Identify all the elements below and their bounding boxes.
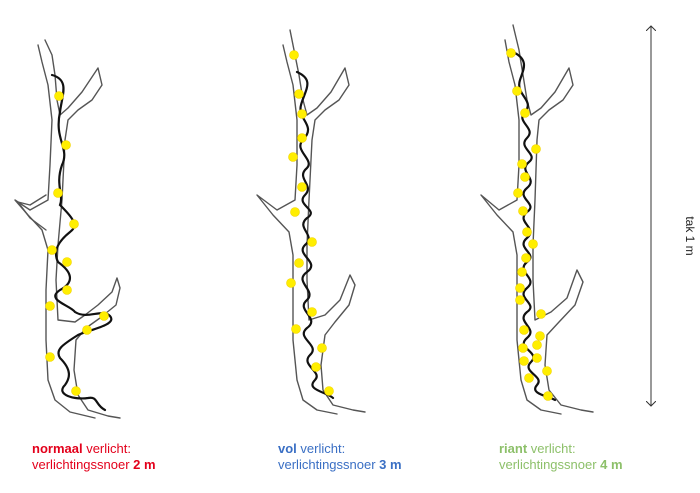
light-bulb (506, 48, 516, 58)
caption-line-1: vol verlicht: (278, 441, 402, 457)
light-bulb (47, 245, 57, 255)
caption-keyword: normaal (32, 441, 83, 456)
light-bulb (519, 356, 529, 366)
light-bulb (297, 109, 307, 119)
light-bulb (532, 353, 542, 363)
light-bulb (520, 108, 530, 118)
bulbs-riant (506, 48, 553, 401)
light-bulb (69, 219, 79, 229)
light-bulb (307, 307, 317, 317)
light-bulb (532, 340, 542, 350)
branch-inner-edge (480, 39, 562, 415)
light-bulb (61, 140, 71, 150)
caption-length: 2 m (133, 457, 156, 472)
branch-outline (289, 29, 366, 413)
bulbs-vol (286, 50, 334, 396)
branch-inner-edge (14, 44, 96, 419)
branch-normaal (14, 39, 121, 419)
light-bulb (512, 86, 522, 96)
light-bulb (294, 89, 304, 99)
caption-line-2: verlichtingssnoer 4 m (499, 457, 623, 473)
caption-rest: verlicht: (527, 441, 576, 456)
caption-line-2: verlichtingssnoer 2 m (32, 457, 156, 473)
light-bulb (324, 386, 334, 396)
light-bulb (520, 172, 530, 182)
caption-rest: verlicht: (82, 441, 131, 456)
light-bulb (543, 391, 553, 401)
light-bulb (518, 343, 528, 353)
light-bulb (536, 309, 546, 319)
light-bulb (518, 206, 528, 216)
light-bulb (522, 227, 532, 237)
light-bulb (45, 301, 55, 311)
light-bulb (289, 50, 299, 60)
branch-vol (256, 29, 366, 415)
light-bulb (524, 373, 534, 383)
light-bulb (291, 324, 301, 334)
light-bulb (307, 237, 317, 247)
caption-riant: riant verlicht: verlichtingssnoer 4 m (499, 441, 623, 473)
caption-vol: vol verlicht: verlichtingssnoer 3 m (278, 441, 402, 473)
light-bulb (519, 325, 529, 335)
caption-keyword: vol (278, 441, 297, 456)
light-bulb (513, 188, 523, 198)
caption-text: verlichtingssnoer (32, 457, 134, 472)
light-bulb (290, 207, 300, 217)
light-bulb (521, 253, 531, 263)
branch-riant (480, 24, 594, 415)
light-bulb (531, 144, 541, 154)
caption-keyword: riant (499, 441, 528, 456)
light-bulb (515, 283, 525, 293)
light-bulb (54, 91, 64, 101)
caption-normaal: normaal verlicht: verlichtingssnoer 2 m (32, 441, 156, 473)
light-bulb (311, 362, 321, 372)
light-wire (511, 50, 557, 402)
height-scale: tak 1 m (651, 26, 697, 406)
caption-line-2: verlichtingssnoer 3 m (278, 457, 402, 473)
light-bulb (297, 133, 307, 143)
light-bulb (528, 239, 538, 249)
light-bulb (53, 188, 63, 198)
light-bulb (286, 278, 296, 288)
caption-text: verlichtingssnoer (278, 457, 380, 472)
light-bulb (517, 267, 527, 277)
light-bulb (62, 285, 72, 295)
light-bulb (535, 331, 545, 341)
caption-rest: verlicht: (296, 441, 346, 456)
light-bulb (297, 182, 307, 192)
caption-text: verlichtingssnoer (499, 457, 601, 472)
caption-length: 4 m (600, 457, 623, 472)
light-bulb (317, 343, 327, 353)
caption-line-1: normaal verlicht: (32, 441, 156, 457)
light-bulb (62, 257, 72, 267)
branch-outline (512, 24, 594, 413)
side-twig (17, 194, 47, 231)
light-bulb (294, 258, 304, 268)
bulbs-normaal (45, 91, 109, 396)
light-bulb (71, 386, 81, 396)
light-bulb (82, 325, 92, 335)
caption-line-1: riant verlicht: (499, 441, 623, 457)
light-bulb (542, 366, 552, 376)
light-bulb (288, 152, 298, 162)
light-bulb (515, 295, 525, 305)
light-bulb (517, 159, 527, 169)
light-bulb (99, 311, 109, 321)
caption-length: 3 m (379, 457, 402, 472)
light-bulb (45, 352, 55, 362)
branch-inner-edge (256, 44, 338, 415)
scale-label: tak 1 m (683, 216, 697, 255)
light-wire (50, 73, 113, 412)
